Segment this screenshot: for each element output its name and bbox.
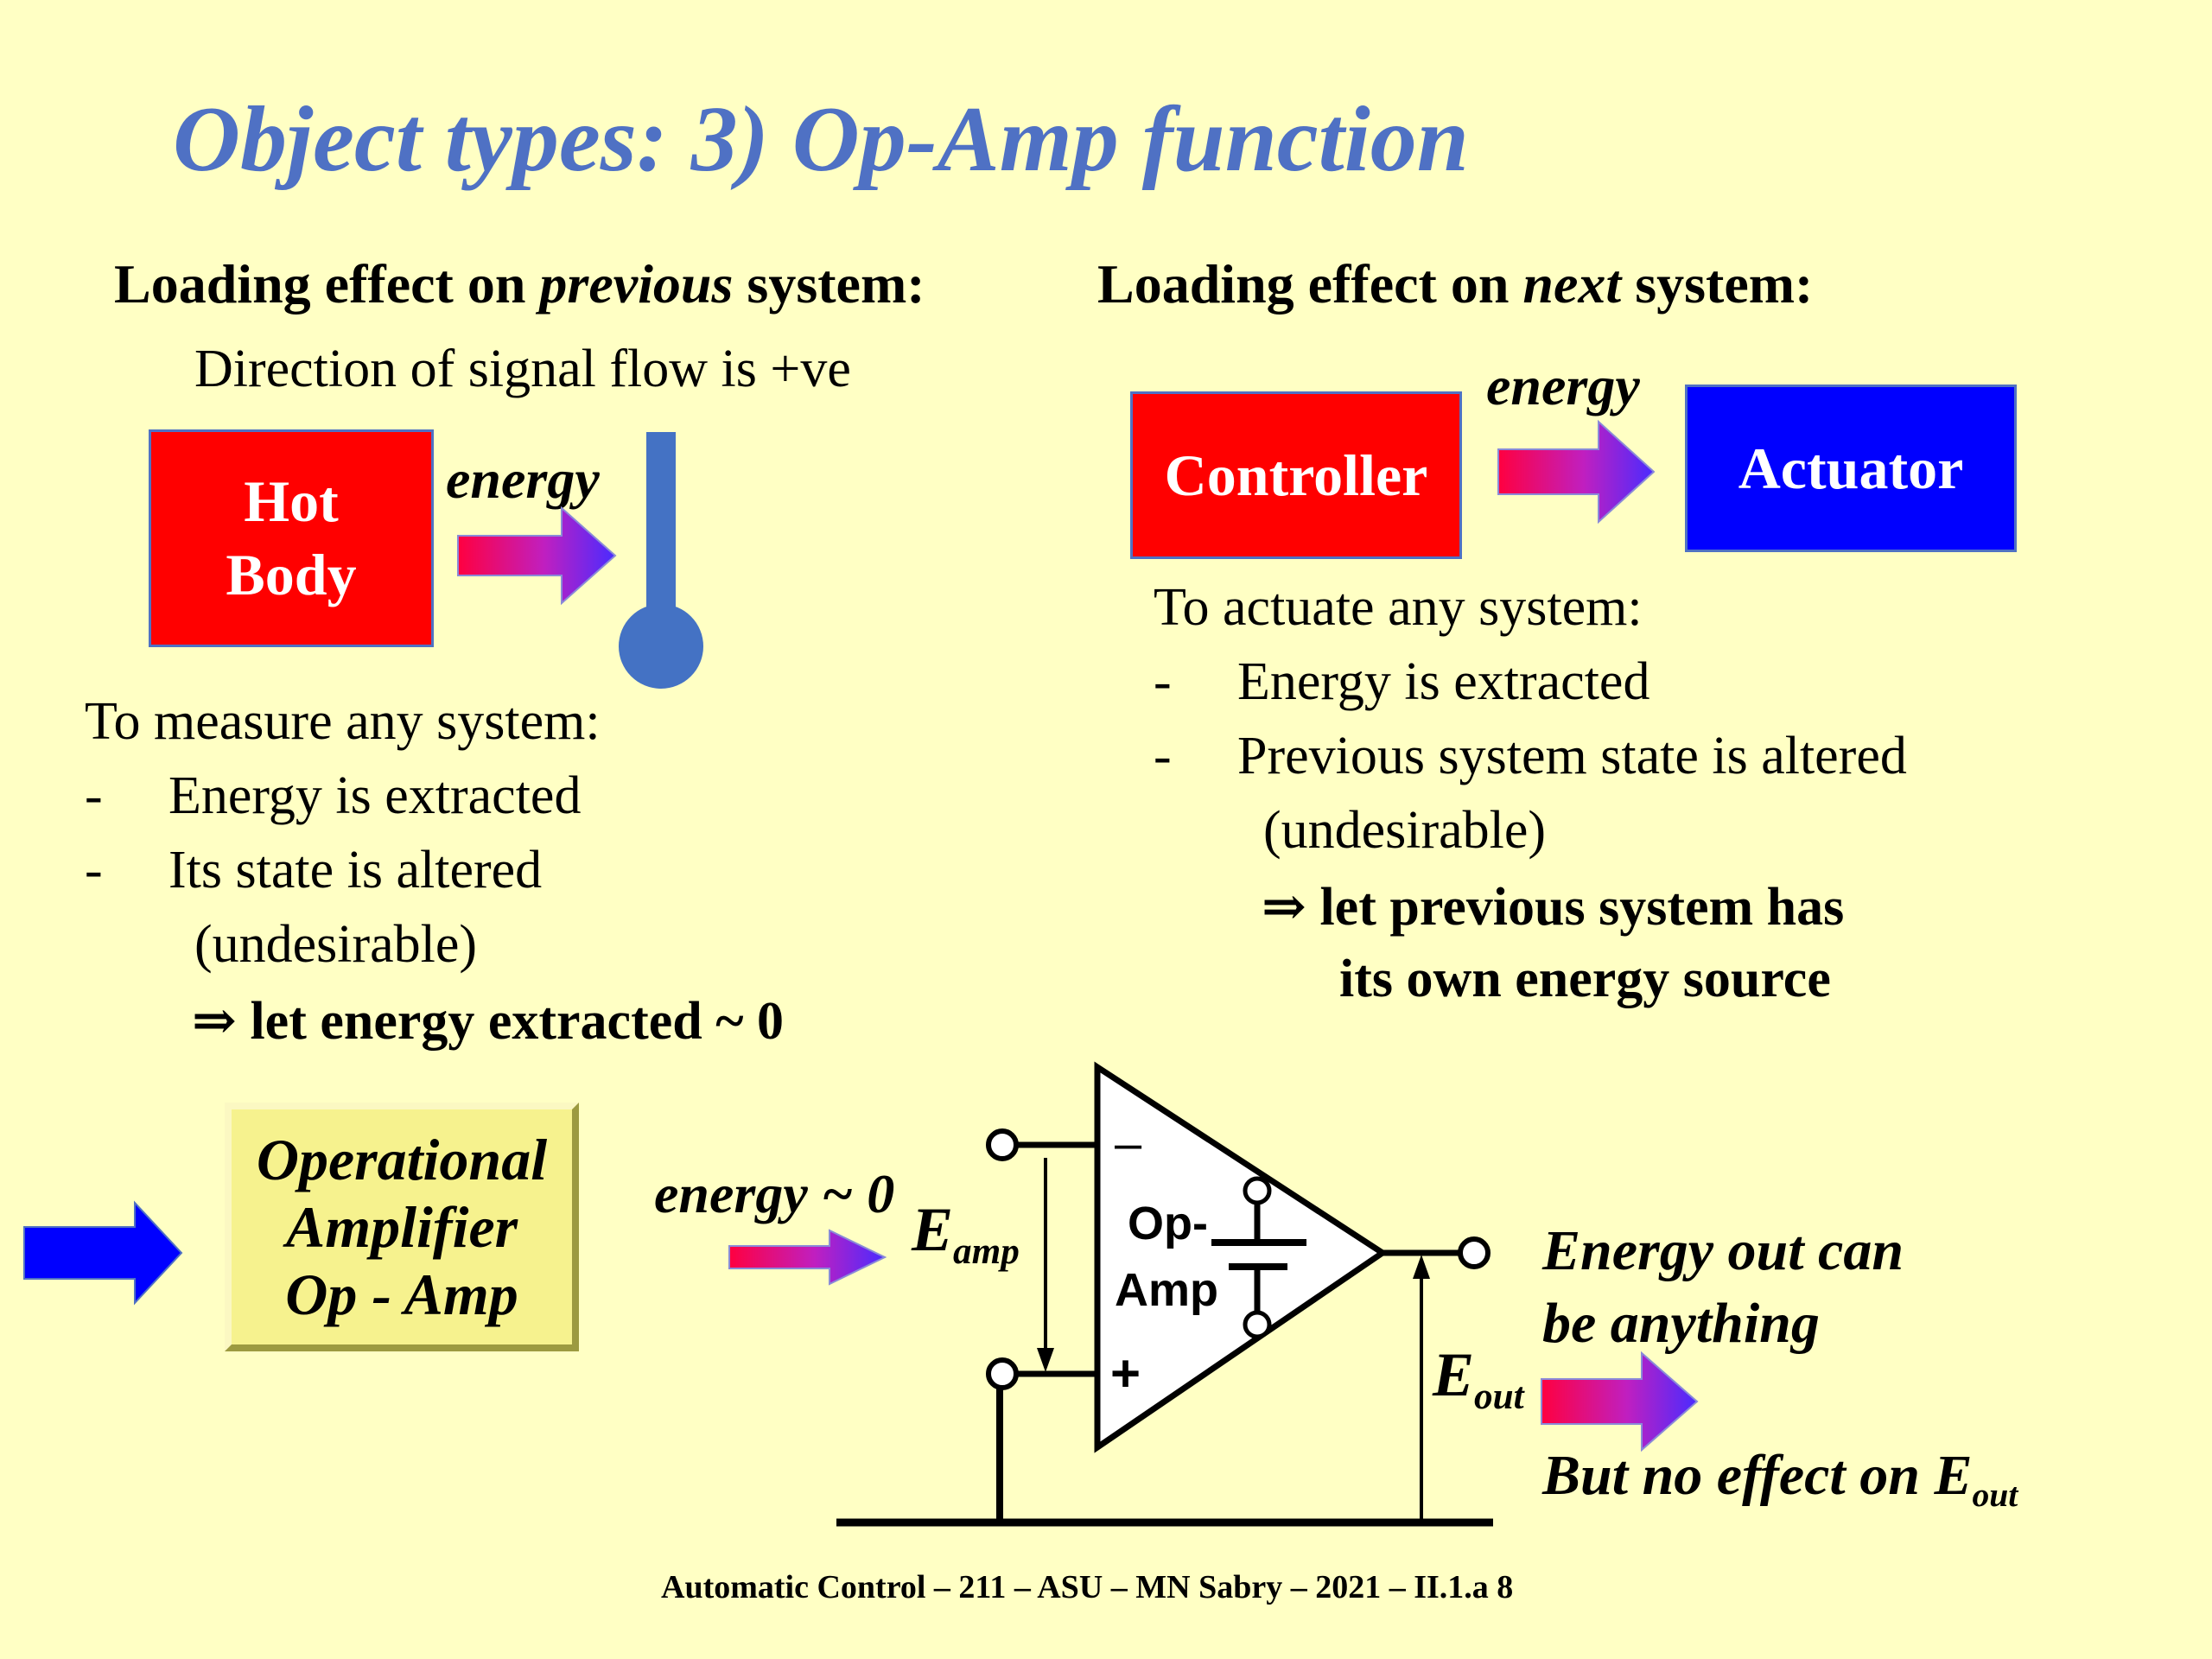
battery-icon bbox=[1211, 1176, 1306, 1339]
opamp-box-line1: Operational bbox=[256, 1126, 548, 1192]
left-bullet-2: Its state is altered bbox=[168, 841, 543, 899]
direction-text: Direction of signal flow is +ve bbox=[194, 340, 851, 398]
measure-text: To measure any system: bbox=[85, 692, 601, 751]
right-energy-arrow bbox=[1497, 419, 1656, 524]
eamp-sub: amp bbox=[953, 1231, 1020, 1273]
eamp-label: Eamp bbox=[912, 1194, 1020, 1273]
no-effect-main: But no effect on E bbox=[1542, 1444, 1973, 1507]
out-text-2: be anything bbox=[1542, 1292, 1820, 1355]
slide-title: Object types: 3) Op-Amp function bbox=[173, 88, 1469, 191]
eout-label: Eout bbox=[1433, 1339, 1524, 1418]
energy-zero-arrow bbox=[728, 1229, 887, 1286]
noninverting-input-terminal bbox=[986, 1357, 1019, 1390]
right-heading-pre: Loading effect on bbox=[1097, 253, 1523, 315]
eamp-main: E bbox=[912, 1195, 954, 1264]
actuate-text: To actuate any system: bbox=[1154, 578, 1643, 637]
right-bullet-1: Energy is extracted bbox=[1237, 652, 1650, 711]
left-conclusion: ⇒ let energy extracted ~ 0 bbox=[192, 992, 784, 1051]
output-energy-arrow bbox=[1541, 1351, 1699, 1452]
left-dash-2: - bbox=[85, 841, 103, 899]
actuator-box: Actuator bbox=[1685, 385, 2017, 552]
right-dash-2: - bbox=[1154, 727, 1172, 785]
left-heading-pre: Loading effect on bbox=[114, 253, 540, 315]
eout-main: E bbox=[1433, 1340, 1475, 1409]
opamp-label-line2: Amp bbox=[1115, 1264, 1218, 1316]
right-conclusion-2: its own energy source bbox=[1339, 950, 1831, 1008]
opamp-label-line1: Op- bbox=[1128, 1198, 1208, 1249]
opamp-box-line3: Op - Amp bbox=[285, 1262, 518, 1328]
slide-footer: Automatic Control – 211 – ASU – MN Sabry… bbox=[661, 1569, 1514, 1605]
opamp-circuit bbox=[836, 1061, 1493, 1527]
right-heading-em: next bbox=[1522, 253, 1622, 315]
right-bullet-2: Previous system state is altered bbox=[1237, 727, 1907, 785]
minus-sign: – bbox=[1115, 1116, 1142, 1170]
opamp-box-line2: Amplifier bbox=[285, 1193, 518, 1260]
right-heading-post: system: bbox=[1621, 253, 1814, 315]
hot-body-box: Hot Body bbox=[149, 429, 434, 647]
no-effect-text: But no effect on Eout bbox=[1542, 1443, 2018, 1515]
left-undesirable: (undesirable) bbox=[194, 915, 478, 974]
output-terminal bbox=[1458, 1236, 1491, 1269]
no-effect-sub: out bbox=[1972, 1475, 2018, 1514]
out-text-1: Energy out can bbox=[1542, 1219, 1904, 1282]
inverting-input-terminal bbox=[986, 1128, 1019, 1161]
energy-zero-label: energy ~ 0 bbox=[654, 1163, 895, 1224]
controller-box: Controller bbox=[1130, 391, 1462, 559]
hot-body-line2: Body bbox=[226, 542, 357, 607]
blue-arrow-icon bbox=[23, 1200, 183, 1306]
left-energy-arrow bbox=[457, 505, 617, 606]
right-heading: Loading effect on next system: bbox=[1097, 252, 1813, 316]
left-dash-1: - bbox=[85, 766, 103, 825]
plus-sign: + bbox=[1110, 1344, 1141, 1402]
right-undesirable: (undesirable) bbox=[1263, 801, 1547, 860]
right-conclusion-1: ⇒ let previous system has bbox=[1262, 878, 1845, 937]
right-energy-label: energy bbox=[1486, 355, 1640, 416]
left-heading-post: system: bbox=[733, 253, 925, 315]
hot-body-line1: Hot bbox=[244, 468, 339, 534]
opamp-triangle bbox=[1094, 1061, 1389, 1453]
left-energy-label: energy bbox=[446, 448, 600, 510]
left-heading: Loading effect on previous system: bbox=[114, 252, 925, 316]
thermometer-icon bbox=[619, 432, 703, 689]
left-bullet-1: Energy is extracted bbox=[168, 766, 582, 825]
right-dash-1: - bbox=[1154, 652, 1172, 711]
opamp-name-box: Operational Amplifier Op - Amp bbox=[225, 1103, 579, 1351]
left-heading-em: previous bbox=[539, 253, 734, 315]
eout-sub: out bbox=[1474, 1376, 1524, 1418]
